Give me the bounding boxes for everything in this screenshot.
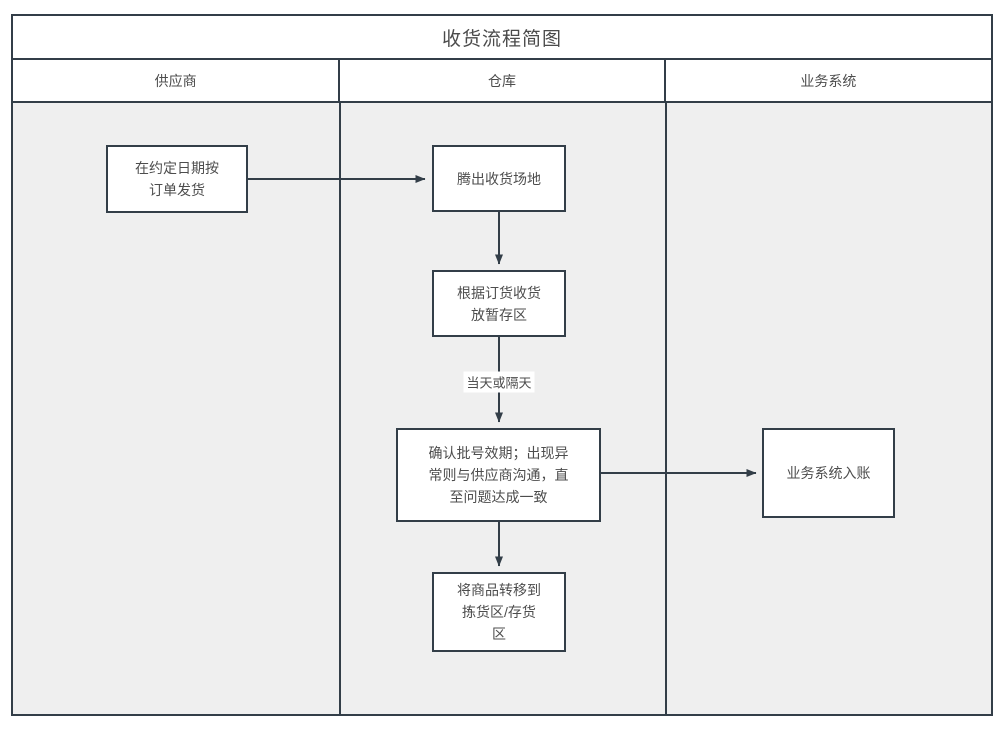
- node-receive-per-order-to-temp-storage[interactable]: 根据订货收货 放暂存区: [432, 270, 566, 337]
- node-business-system-posting[interactable]: 业务系统入账: [762, 428, 895, 518]
- swimlane-header-business-system-label: 业务系统: [800, 72, 857, 89]
- swimlane-separator-1: [339, 103, 341, 716]
- swimlane-header-supplier-label: 供应商: [154, 72, 197, 89]
- swimlane-header-supplier: 供应商: [11, 60, 341, 103]
- edge-label-n3-n4: 当天或隔天: [463, 371, 535, 393]
- swimlane-header-row: 供应商 仓库 业务系统: [11, 60, 993, 103]
- swimlane-header-warehouse: 仓库: [338, 60, 666, 103]
- node-supplier-ship-on-agreed-date[interactable]: 在约定日期按 订单发货: [106, 145, 248, 213]
- diagram-title: 收货流程简图: [441, 28, 562, 50]
- swimlane-header-business-system: 业务系统: [663, 60, 993, 103]
- swimlane-separator-2: [665, 103, 667, 716]
- node-clear-receiving-area[interactable]: 腾出收货场地: [432, 145, 566, 212]
- swimlane-header-warehouse-label: 仓库: [488, 72, 516, 89]
- node-move-goods-to-picking-or-storage[interactable]: 将商品转移到 拣货区/存货 区: [432, 572, 566, 652]
- diagram-title-bar: 收货流程简图: [11, 14, 993, 60]
- node-verify-batch-and-expiry[interactable]: 确认批号效期；出现异 常则与供应商沟通，直 至问题达成一致: [396, 428, 601, 522]
